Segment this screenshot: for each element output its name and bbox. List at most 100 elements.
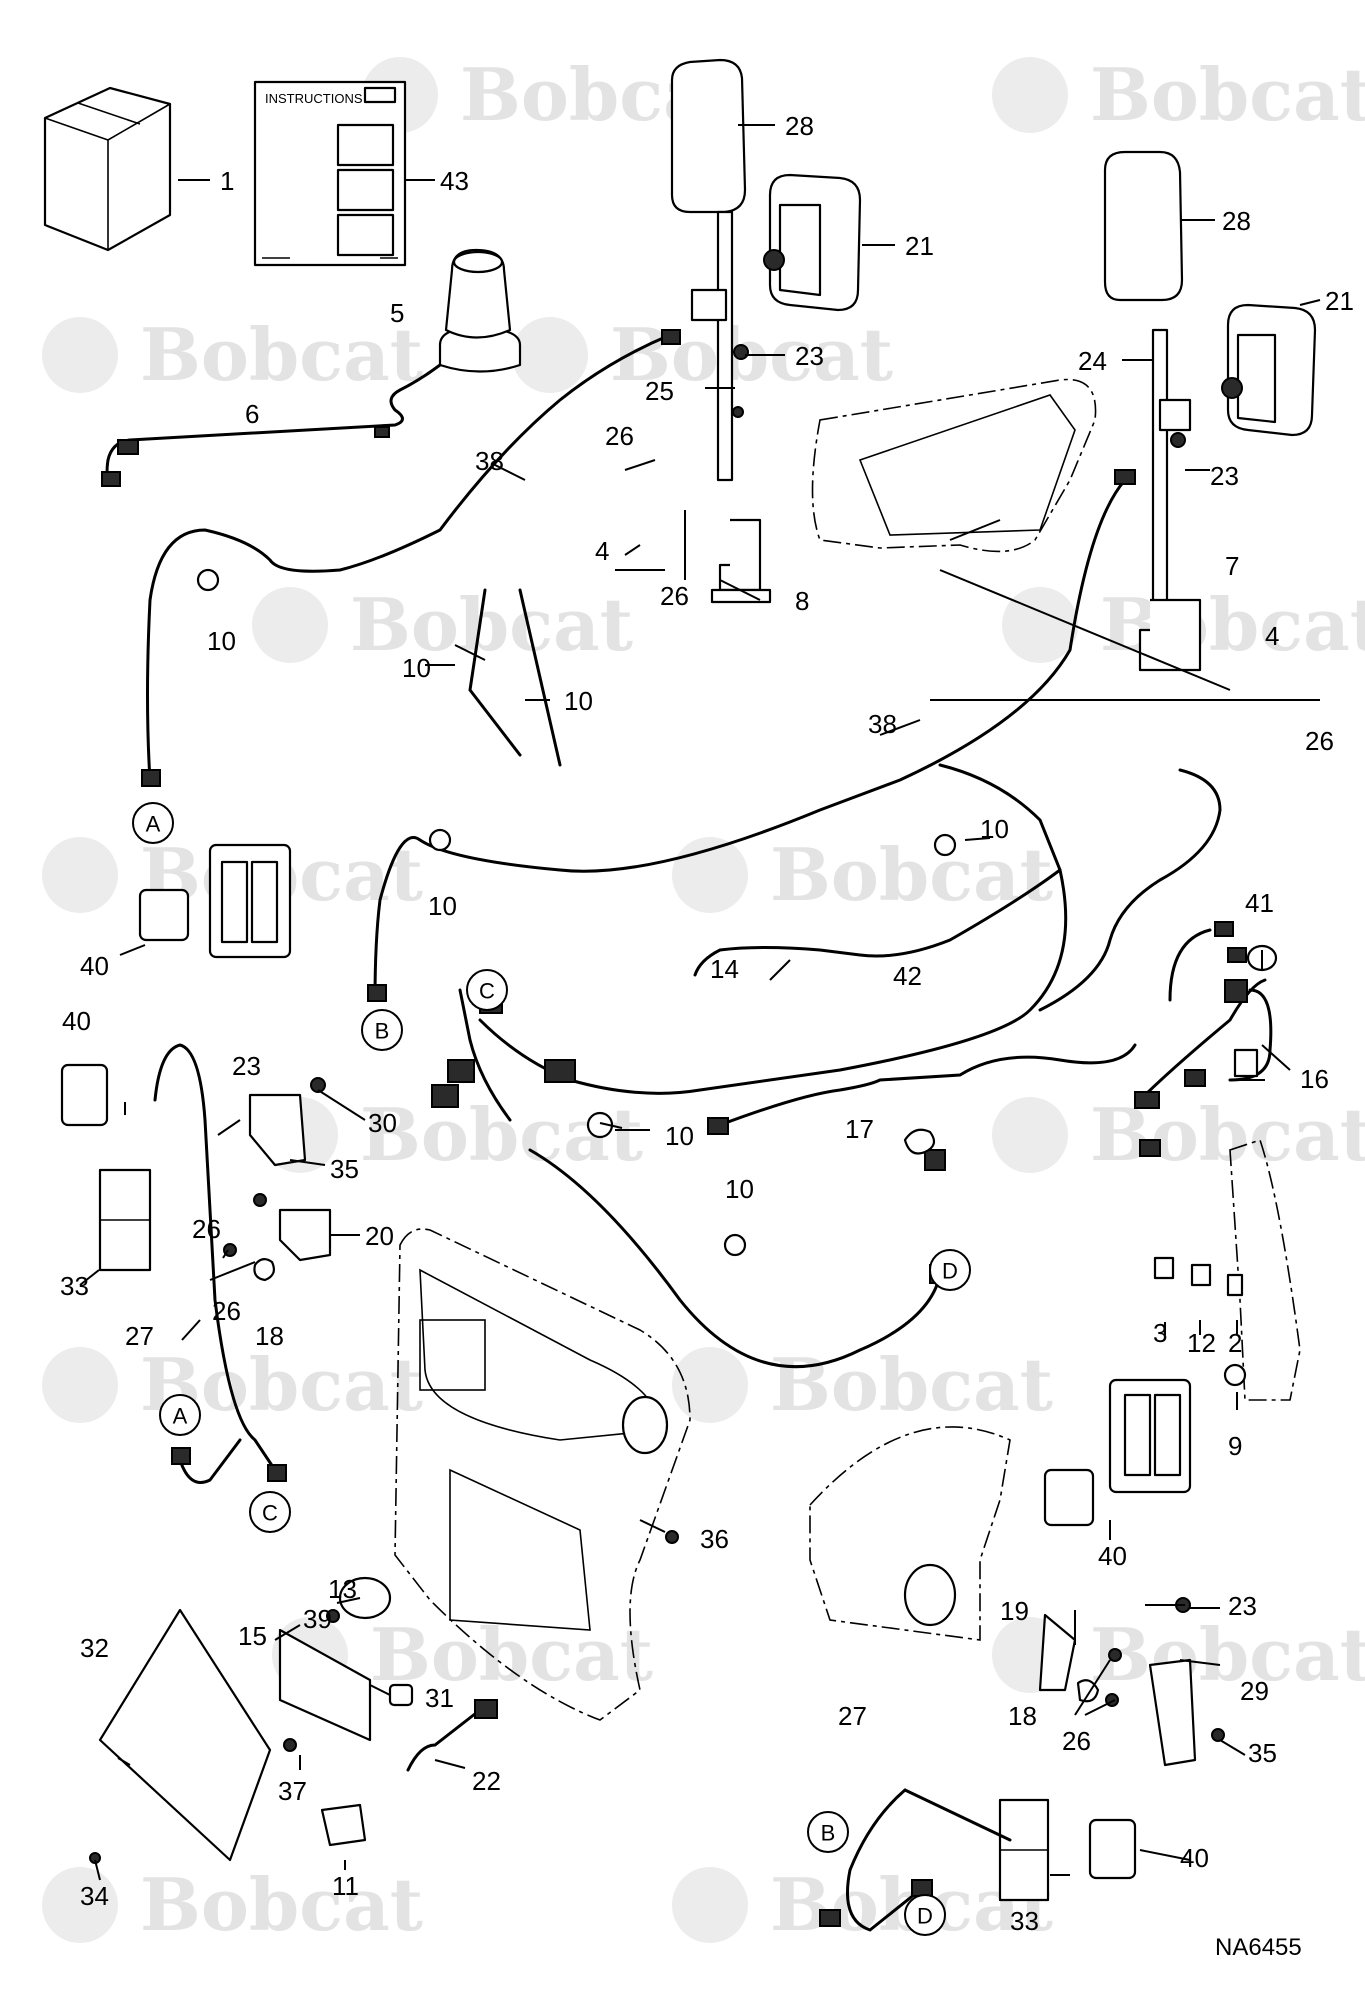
callout-23: 23 [1228, 1591, 1257, 1621]
part-cab-harness [707, 921, 1273, 1157]
callout-10: 10 [665, 1121, 694, 1151]
part-worklight-left [763, 173, 862, 312]
connector-label: D [917, 1904, 933, 1929]
part-clip-17 [903, 1128, 936, 1155]
watermark-text: Bobcat [1090, 1092, 1365, 1177]
watermark-text: Bobcat [140, 1862, 423, 1947]
part-beacon-light [438, 248, 522, 373]
watermark-logo-icon [992, 1097, 1068, 1173]
callout-32: 32 [80, 1633, 109, 1663]
part-light-harness [141, 329, 1136, 1002]
phantom-cab-corner [809, 1426, 1225, 1767]
connector-label: A [146, 812, 161, 837]
part-switch-panel-right [998, 1378, 1192, 1902]
callout-14: 14 [710, 954, 739, 984]
callout-23: 23 [232, 1051, 261, 1081]
callout-3: 3 [1153, 1318, 1167, 1348]
callout-4: 4 [595, 536, 609, 566]
callout-22: 22 [472, 1766, 501, 1796]
connector-label: B [821, 1821, 836, 1846]
callout-26: 26 [212, 1296, 241, 1326]
connector-circle [361, 1009, 403, 1051]
callout-5: 5 [390, 298, 404, 328]
connector-c: C [249, 1491, 291, 1533]
callout-2: 2 [1228, 1328, 1242, 1358]
connector-circle [929, 1249, 971, 1291]
callout-21: 21 [1325, 286, 1354, 316]
watermark-text: Bobcat [370, 1612, 653, 1697]
watermark-logo-icon [1002, 587, 1078, 663]
watermark-text: Bobcat [1090, 1612, 1365, 1697]
callout-27: 27 [838, 1701, 867, 1731]
callout-27: 27 [125, 1321, 154, 1351]
part-instructions-sheet: INSTRUCTIONS [253, 80, 407, 267]
callout-28: 28 [785, 111, 814, 141]
callout-28: 28 [1222, 206, 1251, 236]
callout-24: 24 [1078, 346, 1107, 376]
callout-39: 39 [303, 1604, 332, 1634]
callout-36: 36 [700, 1524, 729, 1554]
watermark-logo-icon [42, 1347, 118, 1423]
connector-label: B [375, 1019, 390, 1044]
callout-9: 9 [1228, 1431, 1242, 1461]
callout-40: 40 [1098, 1541, 1127, 1571]
part-box-kit [43, 86, 172, 252]
callout-11: 11 [332, 1871, 359, 1901]
callout-26: 26 [605, 421, 634, 451]
watermark-logo-icon [42, 1867, 118, 1943]
callout-7: 7 [1225, 551, 1239, 581]
watermark-logo-icon [672, 1347, 748, 1423]
callout-43: 43 [440, 166, 469, 196]
watermark-text: Bobcat [140, 312, 423, 397]
connector-circle [807, 1811, 849, 1853]
callout-23: 23 [1210, 461, 1239, 491]
callout-33: 33 [60, 1271, 89, 1301]
callout-10: 10 [564, 686, 593, 716]
phantom-pillar [1153, 1138, 1301, 1401]
callout-8: 8 [795, 586, 809, 616]
part-smv-triangle [98, 1608, 272, 1862]
watermark-text: Bobcat [770, 832, 1053, 917]
callout-35: 35 [1248, 1738, 1277, 1768]
part-bracket-30-20 [223, 1077, 332, 1282]
part-cable-ties [196, 568, 957, 1257]
callout-17: 17 [845, 1114, 874, 1144]
callout-1: 1 [220, 166, 234, 196]
connector-markers: A B C D A C B D [132, 802, 971, 1936]
watermark-logo-icon [252, 587, 328, 663]
callout-6: 6 [245, 399, 259, 429]
callout-10: 10 [207, 626, 236, 656]
callout-40: 40 [80, 951, 109, 981]
callout-19: 19 [1000, 1596, 1029, 1626]
watermark-text: Bobcat [350, 582, 633, 667]
part-switch-panel-left [60, 843, 292, 1272]
callout-12: 12 [1187, 1328, 1216, 1358]
callout-16: 16 [1300, 1064, 1329, 1094]
callout-33: 33 [1010, 1906, 1039, 1936]
phantom-cab-door [394, 1228, 691, 1721]
connector-b: B [807, 1811, 849, 1853]
watermark-text: Bobcat [770, 1342, 1053, 1427]
watermark-logo-icon [42, 317, 118, 393]
part-beacon-harness [101, 363, 442, 487]
connector-a: A [132, 802, 174, 844]
watermark-logo-icon [42, 837, 118, 913]
connector-label: D [942, 1259, 958, 1284]
callout-26: 26 [1062, 1726, 1091, 1756]
callout-20: 20 [365, 1221, 394, 1251]
part-worklight-right [1221, 303, 1317, 437]
callout-40: 40 [62, 1006, 91, 1036]
part-relay [1233, 1048, 1259, 1078]
callout-34: 34 [80, 1881, 109, 1911]
reference-code: NA6455 [1215, 1934, 1302, 1961]
connector-a: A [159, 1394, 201, 1436]
connector-c: C [466, 969, 508, 1011]
part-switch-harness [153, 1043, 1012, 1932]
watermark-logo-icon [672, 1867, 748, 1943]
part-bracket-right [1138, 398, 1202, 672]
callout-30: 30 [368, 1108, 397, 1138]
callout-38: 38 [475, 446, 504, 476]
connector-label: A [173, 1404, 188, 1429]
callout-26: 26 [192, 1214, 221, 1244]
